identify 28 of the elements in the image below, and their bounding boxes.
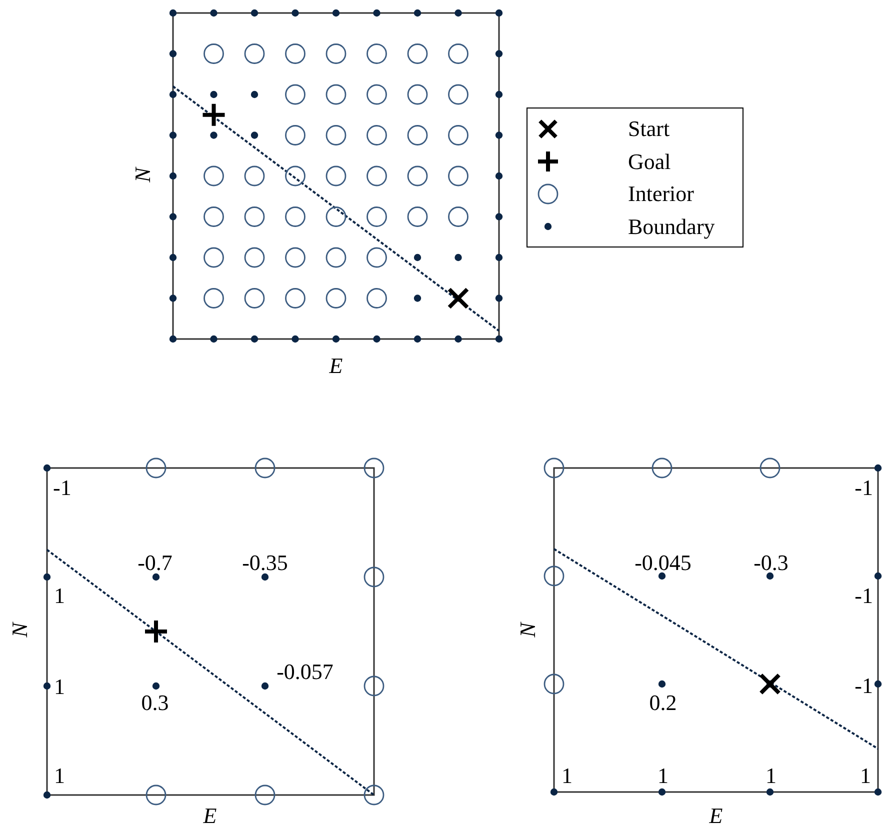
axis-label: E xyxy=(203,805,217,827)
value-label: -0.045 xyxy=(634,552,692,574)
value-label: -0.057 xyxy=(276,661,334,683)
axis-label: N xyxy=(132,168,154,182)
value-label: 1 xyxy=(766,765,776,787)
value-label: 1 xyxy=(658,765,668,787)
legend-label: Interior xyxy=(628,183,694,205)
value-label: -1 xyxy=(854,675,873,697)
value-label: -1 xyxy=(854,477,873,499)
legend-label: Start xyxy=(628,118,670,140)
value-label: 0.2 xyxy=(649,692,677,714)
value-label: 1 xyxy=(54,676,65,698)
axis-label: E xyxy=(329,355,343,377)
value-label: 1 xyxy=(54,585,65,607)
value-label: 0.3 xyxy=(141,692,169,714)
axis-label: N xyxy=(9,622,31,638)
legend-label: Goal xyxy=(628,150,671,172)
value-label: 1 xyxy=(860,765,871,787)
value-label: -1 xyxy=(53,477,72,499)
axis-label: N xyxy=(517,622,539,638)
value-label: -0.7 xyxy=(138,552,172,574)
value-label: 1 xyxy=(562,765,572,787)
value-label: -0.3 xyxy=(754,552,788,574)
axis-label: E xyxy=(709,805,723,827)
value-label: -0.35 xyxy=(242,552,288,574)
value-label: -1 xyxy=(854,585,873,607)
value-label: 1 xyxy=(54,765,65,787)
legend-label: Boundary xyxy=(628,216,715,238)
